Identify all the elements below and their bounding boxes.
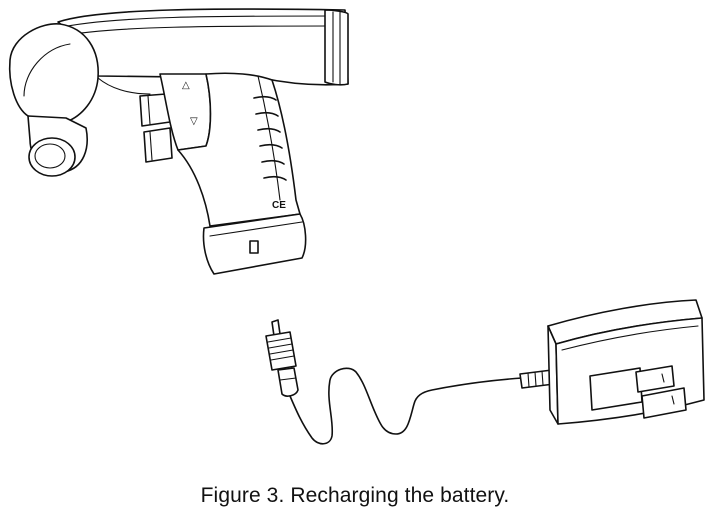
down-arrow-mark: ▽ xyxy=(190,116,198,127)
handheld-device: △ ▽ CE xyxy=(8,8,349,275)
barrel-top-line xyxy=(61,25,331,37)
probe-tip-inner xyxy=(34,143,66,169)
trigger-upper-edge xyxy=(147,95,151,125)
probe-tip xyxy=(28,137,76,177)
charging-port xyxy=(249,240,259,254)
device-grip xyxy=(177,72,301,227)
charger-recess xyxy=(589,367,643,411)
grip-ribs xyxy=(253,95,287,181)
prong-top-hole xyxy=(661,373,665,383)
cord-relief-lines xyxy=(527,370,544,388)
strain-relief-line xyxy=(279,377,297,381)
device-rear-cap xyxy=(324,9,349,86)
ce-mark: CE xyxy=(272,200,286,211)
charger-front-bevel xyxy=(561,325,699,351)
barrel-edge-line xyxy=(57,15,336,29)
grip-front-line xyxy=(257,75,281,201)
head-inner-curve xyxy=(23,43,71,97)
up-arrow-mark: △ xyxy=(182,80,190,91)
figure-caption: Figure 3. Recharging the battery. xyxy=(200,484,510,507)
trigger-button-lower[interactable] xyxy=(143,127,173,163)
battery-base-line xyxy=(209,221,303,237)
plug-body xyxy=(265,331,297,371)
cable-cord xyxy=(289,367,523,445)
charger-prong-top[interactable] xyxy=(635,365,675,393)
charger-prong-bottom[interactable] xyxy=(641,387,687,419)
plug-grip-lines xyxy=(267,337,295,361)
device-neck xyxy=(97,77,151,95)
charger-cable xyxy=(265,319,555,445)
prong-bottom-hole xyxy=(671,395,675,405)
wall-charger xyxy=(547,299,705,425)
rear-cap-line xyxy=(332,11,341,85)
plug-strain-relief xyxy=(277,367,299,397)
device-front-head xyxy=(8,23,99,123)
trigger-lower-edge xyxy=(149,131,153,161)
